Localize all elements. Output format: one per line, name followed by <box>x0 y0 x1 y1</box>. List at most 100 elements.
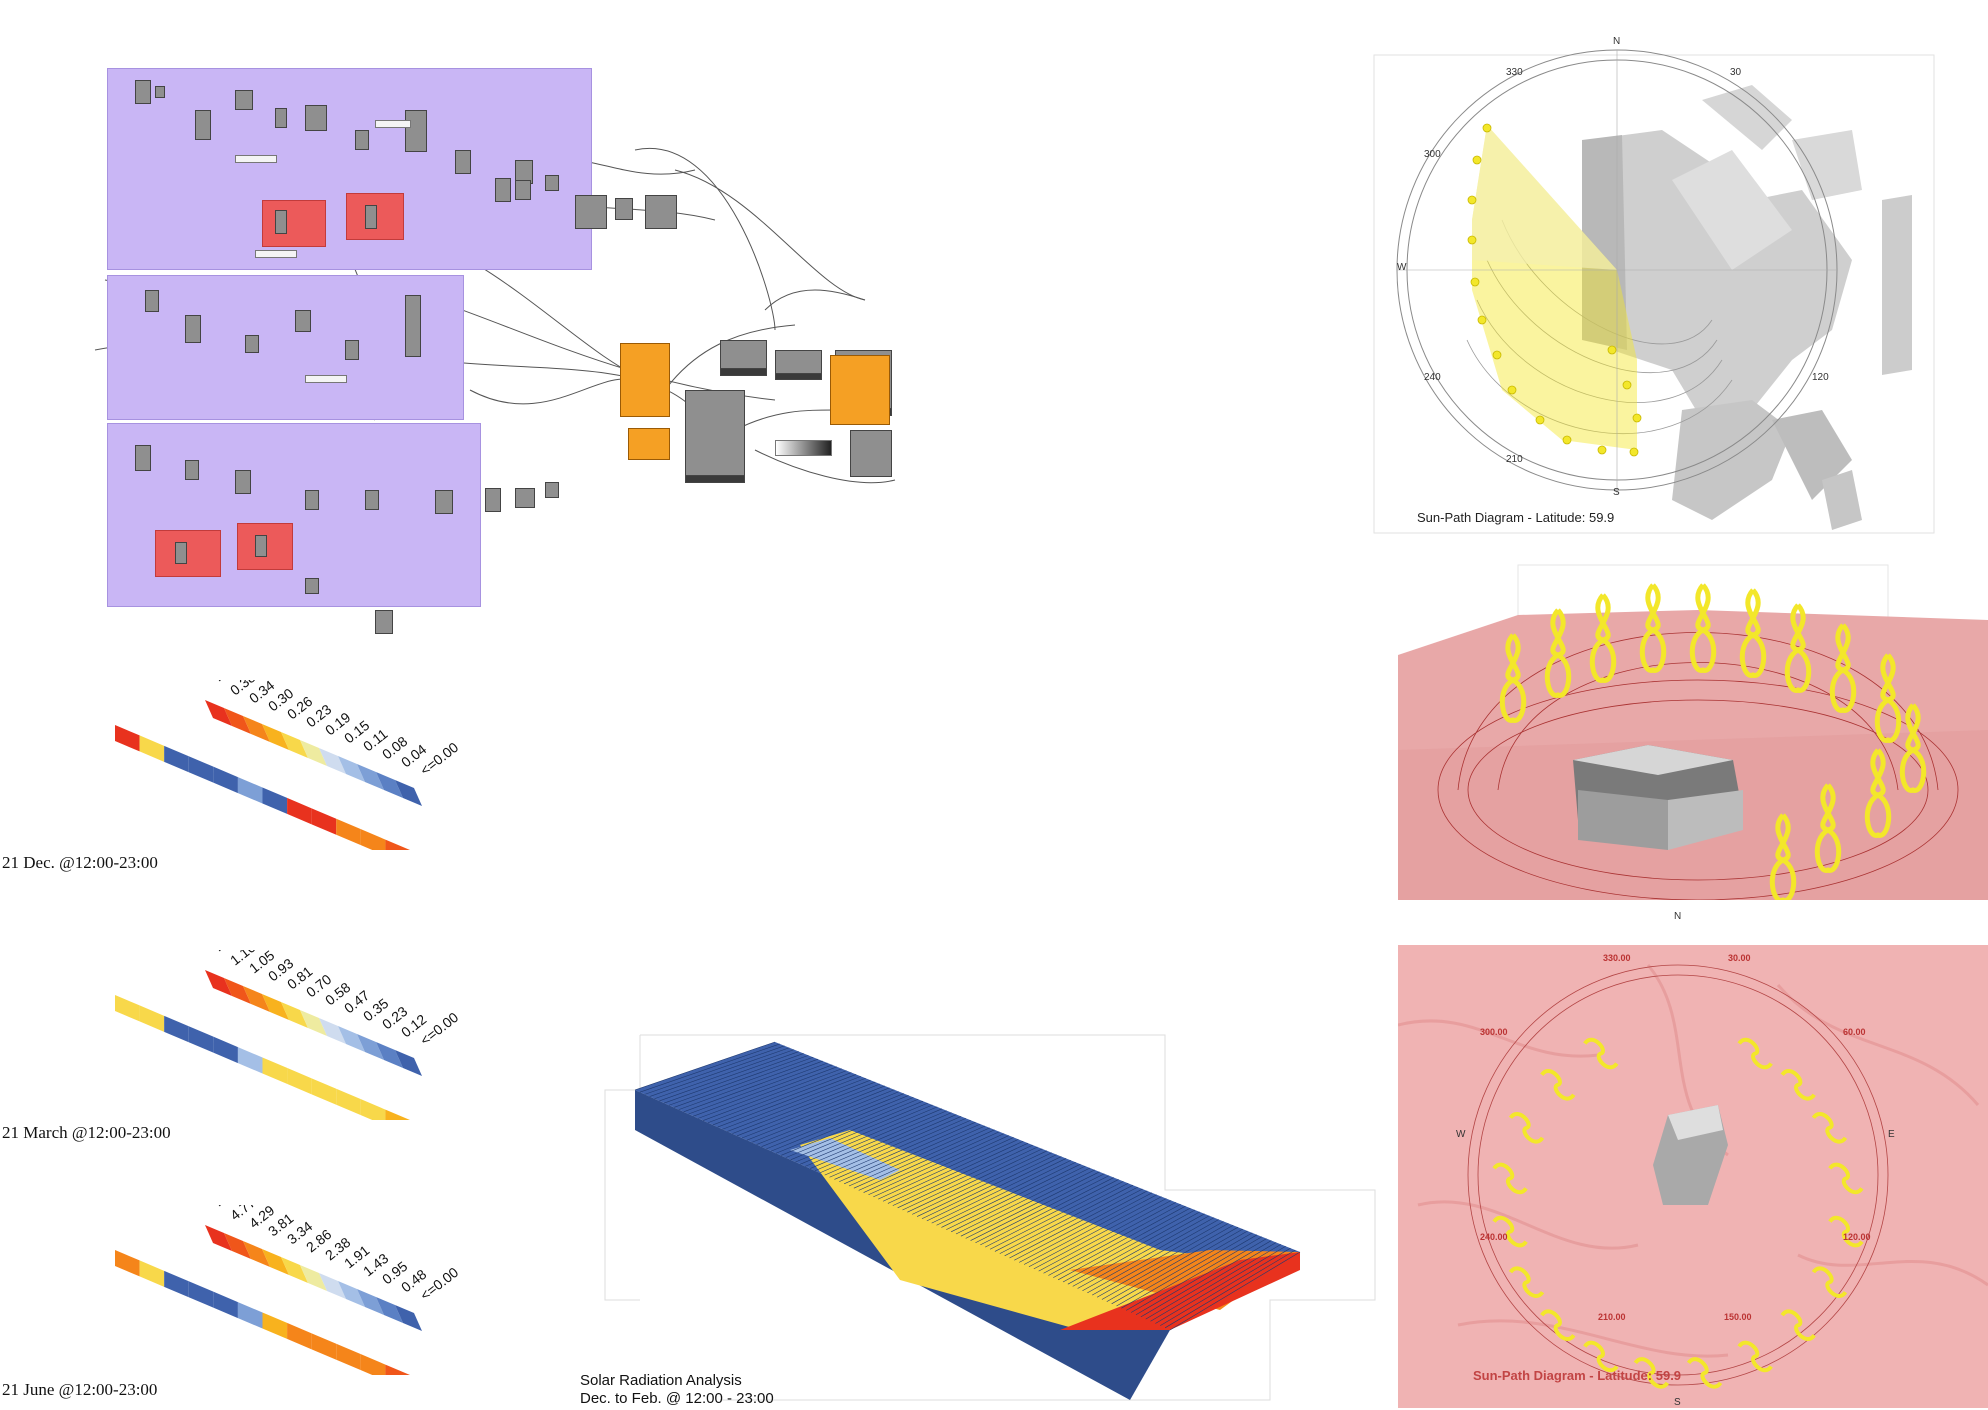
gh-gradient[interactable] <box>775 440 832 456</box>
analysis-bar-segment <box>139 1005 165 1032</box>
rib-line <box>902 1146 1038 1211</box>
gh-node[interactable] <box>545 175 559 191</box>
map-deg: 210.00 <box>1598 1312 1626 1322</box>
legend-value: <=0.00 <box>417 1264 461 1304</box>
deg-label: 240 <box>1424 372 1441 383</box>
gh-node[interactable] <box>185 315 201 343</box>
legend-swatch <box>319 1273 346 1299</box>
legend-swatch <box>262 994 289 1020</box>
sunpath-3d-panel <box>1398 560 1988 900</box>
gh-node[interactable] <box>495 178 511 202</box>
rib-line <box>921 1154 1057 1219</box>
gh-node[interactable] <box>405 295 421 357</box>
gh-node[interactable] <box>185 460 199 480</box>
gh-node[interactable] <box>245 335 259 353</box>
gh-node[interactable] <box>235 90 253 110</box>
rib-line <box>1067 1211 1200 1285</box>
map-deg: 120.00 <box>1843 1232 1871 1242</box>
gh-node[interactable] <box>545 482 559 498</box>
legend-swatch <box>376 1297 403 1323</box>
analysis-bar-segment <box>311 808 337 835</box>
gh-node[interactable] <box>305 105 327 131</box>
analemma-loop <box>1811 1266 1848 1298</box>
gh-panel[interactable] <box>375 120 411 128</box>
rib-line <box>994 1183 1129 1252</box>
gh-node[interactable] <box>135 445 151 471</box>
analemma-loop <box>1508 1266 1545 1298</box>
analysis-bar-segment <box>262 787 288 814</box>
gh-node[interactable] <box>365 490 379 510</box>
gh-node[interactable] <box>375 610 393 634</box>
gh-orange-component[interactable] <box>628 428 670 460</box>
gh-node[interactable] <box>305 578 319 594</box>
gh-panel[interactable] <box>305 375 347 383</box>
gh-node[interactable] <box>850 430 892 477</box>
deg-label: 330 <box>1506 67 1523 78</box>
rib-line <box>805 1108 943 1167</box>
legend-swatch <box>224 1233 251 1259</box>
gh-node[interactable] <box>235 470 251 494</box>
gh-node[interactable] <box>135 80 151 104</box>
legend-june: 4.77<=4.293.813.342.862.381.911.430.950.… <box>115 1205 461 1375</box>
gh-node[interactable] <box>355 130 369 150</box>
gh-node[interactable] <box>485 488 501 512</box>
gh-group-3 <box>107 423 481 607</box>
rib-line <box>659 1051 799 1102</box>
rib-line <box>1121 1232 1253 1309</box>
gh-node[interactable] <box>515 488 535 508</box>
rib-line <box>912 1150 1048 1215</box>
gh-node[interactable] <box>145 290 159 312</box>
rib-line <box>634 1041 776 1091</box>
gh-orange-component[interactable] <box>620 343 670 417</box>
gh-node[interactable] <box>275 108 287 128</box>
rib-line <box>931 1158 1067 1224</box>
legend-swatch <box>224 708 251 734</box>
map-deg: 330.00 <box>1603 953 1631 963</box>
gh-orange-component[interactable] <box>830 355 890 425</box>
rib-line <box>975 1175 1110 1243</box>
rib-line <box>853 1127 990 1189</box>
grasshopper-canvas <box>75 50 955 634</box>
gh-panel[interactable] <box>235 155 277 163</box>
gh-node[interactable] <box>275 210 287 234</box>
legend-march: 1.16<=1.050.930.810.700.580.470.350.230.… <box>115 950 461 1120</box>
rib-line <box>1033 1198 1167 1270</box>
map-deg: 300.00 <box>1480 1027 1508 1037</box>
gh-node[interactable] <box>435 490 453 514</box>
gh-node[interactable] <box>365 205 377 229</box>
sunpath-top-panel: N S W 330 30 300 240 120 210 Sun-Path Di… <box>1372 0 1972 540</box>
gh-node[interactable] <box>295 310 311 332</box>
gh-node[interactable] <box>255 535 267 557</box>
rib-line <box>980 1177 1114 1246</box>
gh-node[interactable] <box>305 490 319 510</box>
analemma-loop <box>1589 593 1617 683</box>
gh-node[interactable] <box>455 150 471 174</box>
gh-node[interactable] <box>515 180 531 200</box>
rib-line <box>668 1055 809 1106</box>
gh-node[interactable] <box>645 195 677 229</box>
analysis-bar-segment <box>360 829 386 850</box>
analysis-bar-segment <box>213 766 238 794</box>
rib-line <box>1057 1207 1191 1281</box>
gh-node[interactable] <box>615 198 633 220</box>
gh-node[interactable] <box>575 195 607 229</box>
gh-node[interactable] <box>155 86 165 98</box>
rib-line <box>868 1133 1005 1196</box>
rib-line <box>741 1083 881 1139</box>
rib-line <box>751 1087 890 1143</box>
legend-value: <=0.00 <box>417 1009 461 1049</box>
rib-line <box>693 1064 833 1117</box>
analemma-loop <box>1769 813 1797 900</box>
analemma-loop <box>1811 1112 1848 1144</box>
gh-panel[interactable] <box>255 250 297 258</box>
gh-node[interactable] <box>195 110 211 140</box>
legend-swatch <box>243 716 270 742</box>
gh-node[interactable] <box>175 542 187 564</box>
building-mass <box>1882 195 1912 375</box>
analysis-bar-segment <box>385 1109 410 1120</box>
rib-line <box>1023 1194 1157 1265</box>
caption-june: 21 June @12:00-23:00 <box>2 1380 158 1399</box>
gh-node[interactable] <box>345 340 359 360</box>
gh-node[interactable] <box>685 390 745 477</box>
gh-node[interactable] <box>405 110 427 152</box>
